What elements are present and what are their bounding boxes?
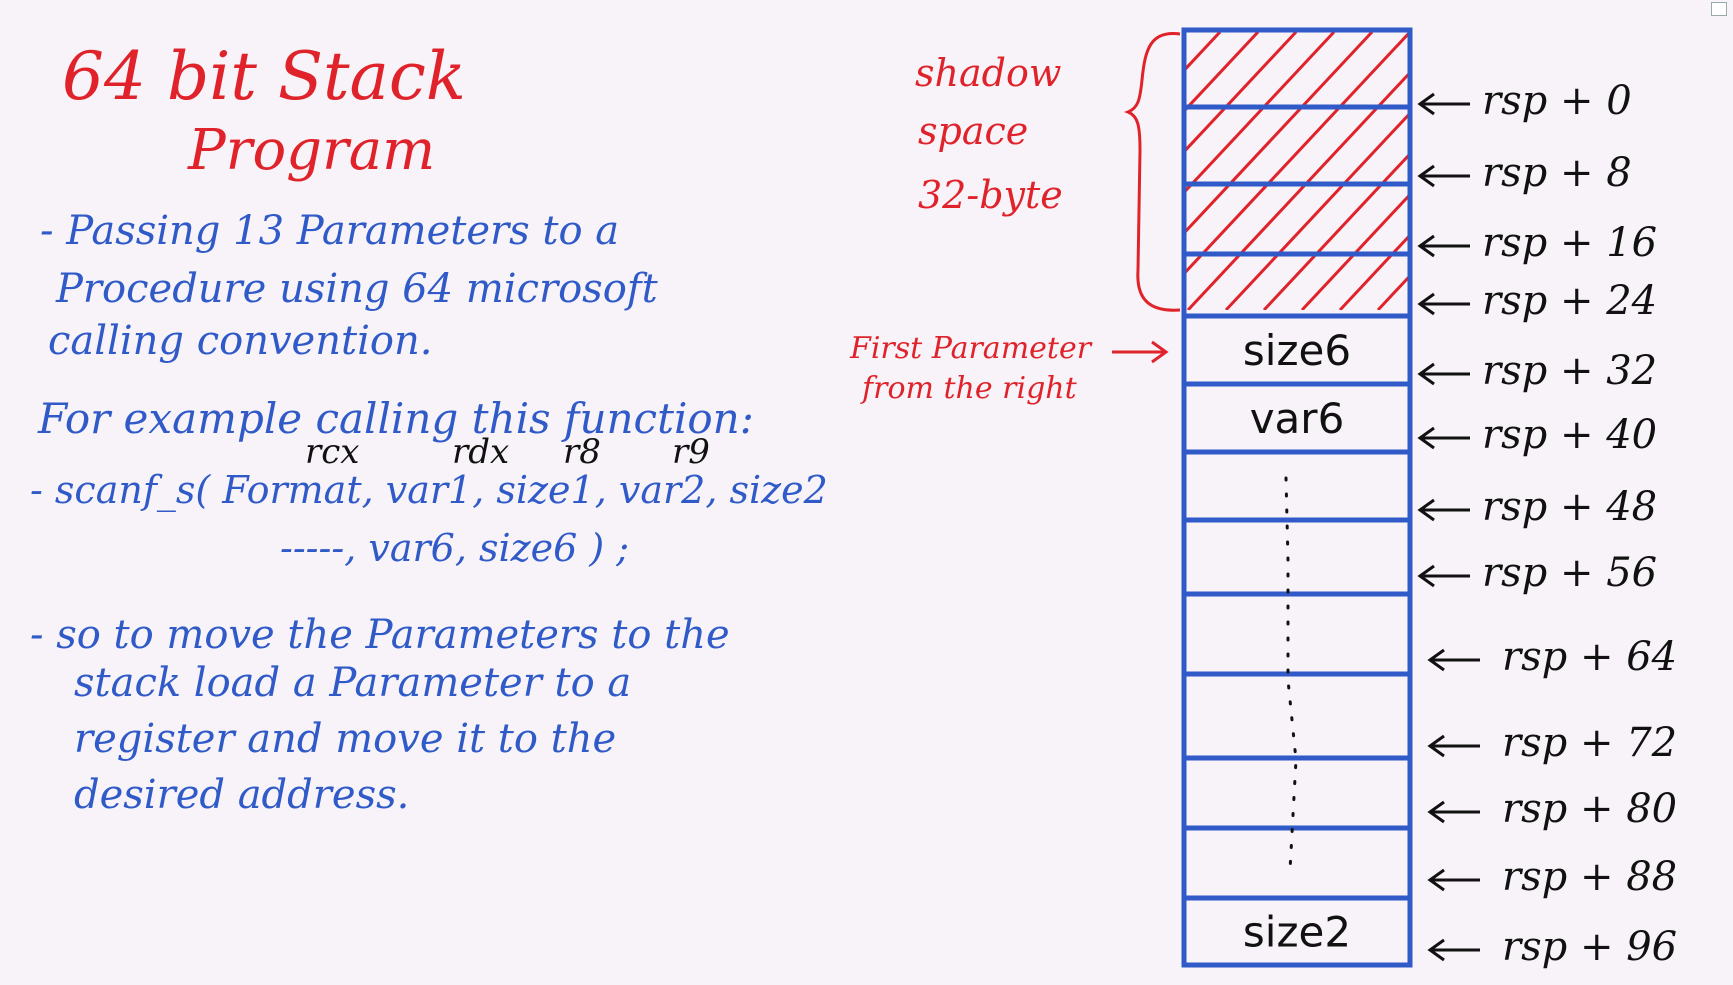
first-parameter-label-line2: from the right — [860, 371, 1078, 406]
note-line-2: Procedure using 64 microsoft — [56, 266, 658, 312]
offset-label: rsp + 80 — [1502, 786, 1677, 832]
stack-cell-label: size2 — [1243, 908, 1351, 957]
hatch-line — [1184, 32, 1408, 276]
note-line-3: calling convention. — [48, 318, 433, 364]
move-line-2: stack load a Parameter to a — [74, 660, 632, 706]
offset-arrow — [1427, 734, 1480, 758]
offset-label: rsp + 24 — [1482, 278, 1657, 324]
stack-cell-label: size6 — [1243, 326, 1351, 375]
offset-arrow — [1417, 234, 1470, 258]
call-line-2: -----, var6, size6 ) ; — [280, 526, 630, 570]
offset-label: rsp + 64 — [1502, 634, 1677, 680]
offset-label: rsp + 88 — [1502, 854, 1677, 900]
offset-arrow — [1427, 800, 1480, 824]
offset-arrow — [1417, 292, 1470, 316]
offset-arrow — [1417, 362, 1470, 386]
shadow-label-line2: space — [918, 109, 1028, 153]
offset-labels: rsp + 0 rsp + 8 rsp + 16 rsp + 24 rsp + 32 rs… — [1417, 78, 1677, 970]
move-line-3: register and move it to the — [74, 716, 617, 762]
call-line-1: - scanf_s( Format, var1, size1, var2, si… — [30, 468, 828, 512]
note-line-1: - Passing 13 Parameters to a — [40, 208, 620, 254]
hatch-line — [1184, 32, 1336, 195]
register-r8: r8 — [563, 432, 601, 472]
offset-arrow — [1417, 164, 1470, 188]
shadow-label-line3: 32-byte — [918, 173, 1063, 217]
move-line-1: - so to move the Parameters to the — [30, 612, 730, 658]
hatch-line — [1224, 113, 1408, 310]
first-parameter-arrow — [1112, 340, 1169, 364]
offset-label: rsp + 40 — [1482, 412, 1657, 458]
offset-label: rsp + 32 — [1482, 348, 1657, 394]
hatch-line — [1262, 153, 1408, 310]
offset-label: rsp + 48 — [1482, 484, 1657, 530]
hatch-line — [1184, 32, 1374, 236]
first-parameter-label-line1: First Parameter — [849, 331, 1093, 366]
stack-outline — [1181, 27, 1413, 968]
offset-label: rsp + 16 — [1482, 220, 1657, 266]
hatch-line — [1186, 72, 1408, 310]
stack-cell-label: var6 — [1250, 394, 1345, 443]
offset-arrow — [1427, 938, 1480, 962]
hatch-line — [1184, 32, 1260, 114]
shadow-label-line1: shadow — [915, 51, 1061, 95]
example-intro: For example calling this function: — [38, 394, 754, 443]
continuation-dots — [1284, 476, 1298, 872]
offset-arrow — [1417, 564, 1470, 588]
offset-label: rsp + 72 — [1502, 720, 1677, 766]
page-title: 64 bit Stack — [62, 38, 466, 115]
offset-arrow — [1427, 648, 1480, 672]
offset-arrow — [1417, 498, 1470, 522]
register-rcx: rcx — [305, 432, 360, 472]
stack-frame: size6 var6 size2 — [1181, 27, 1413, 968]
page-subtitle: Program — [188, 118, 436, 183]
offset-arrow — [1417, 92, 1470, 116]
hatch-line — [1184, 32, 1298, 154]
offset-label: rsp + 8 — [1482, 150, 1632, 196]
offset-arrow — [1417, 426, 1470, 450]
register-rdx: rdx — [452, 432, 510, 472]
shadow-space-hatching — [1184, 32, 1408, 310]
offset-arrow — [1427, 868, 1480, 892]
register-r9: r9 — [672, 432, 710, 472]
offset-label: rsp + 96 — [1502, 924, 1677, 970]
offset-label: rsp + 0 — [1482, 78, 1632, 124]
move-line-4: desired address. — [74, 772, 410, 818]
shadow-space-brace — [1123, 32, 1181, 312]
window-corner-icon — [1711, 2, 1727, 16]
hatch-line — [1338, 235, 1408, 310]
offset-label: rsp + 56 — [1482, 550, 1657, 596]
hatch-line — [1300, 194, 1408, 310]
